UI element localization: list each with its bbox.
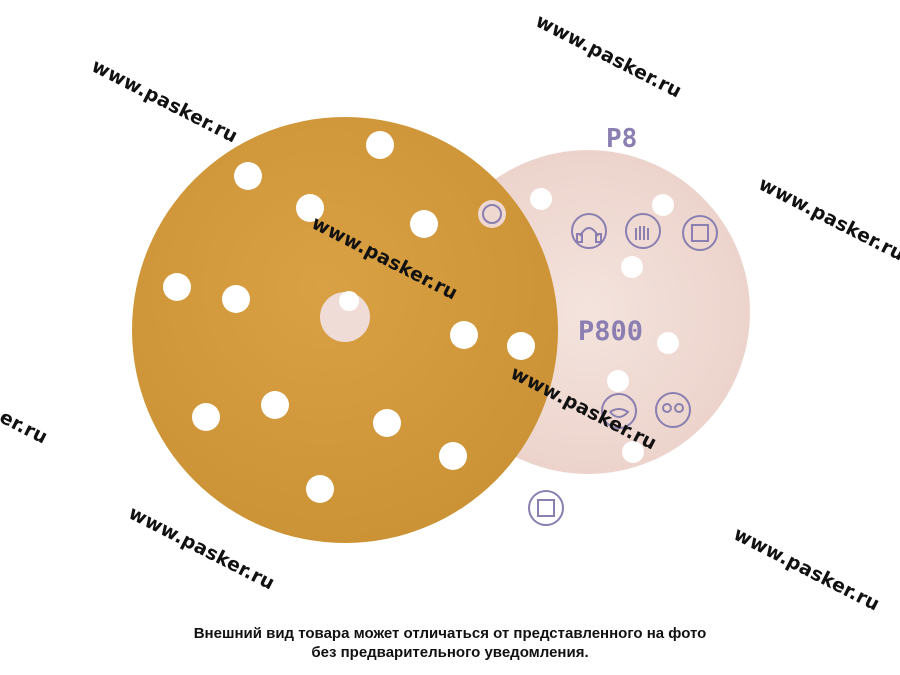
grit-label-top: P8 — [606, 124, 637, 154]
disclaimer-line-1: Внешний вид товара может отличаться от п… — [193, 625, 707, 642]
manual-icon — [682, 215, 718, 251]
disclaimer-text: Внешний вид товара может отличаться от п… — [0, 624, 900, 662]
face-mask-icon — [601, 393, 637, 429]
goggles-icon — [655, 392, 691, 428]
disclaimer-line-2: без предварительного уведомления. — [311, 644, 589, 661]
front-sanding-disc — [132, 117, 558, 543]
gloves-icon — [625, 213, 661, 249]
ear-protection-icon — [571, 213, 607, 249]
manual-icon — [528, 490, 564, 526]
grit-label: P800 — [578, 316, 643, 347]
